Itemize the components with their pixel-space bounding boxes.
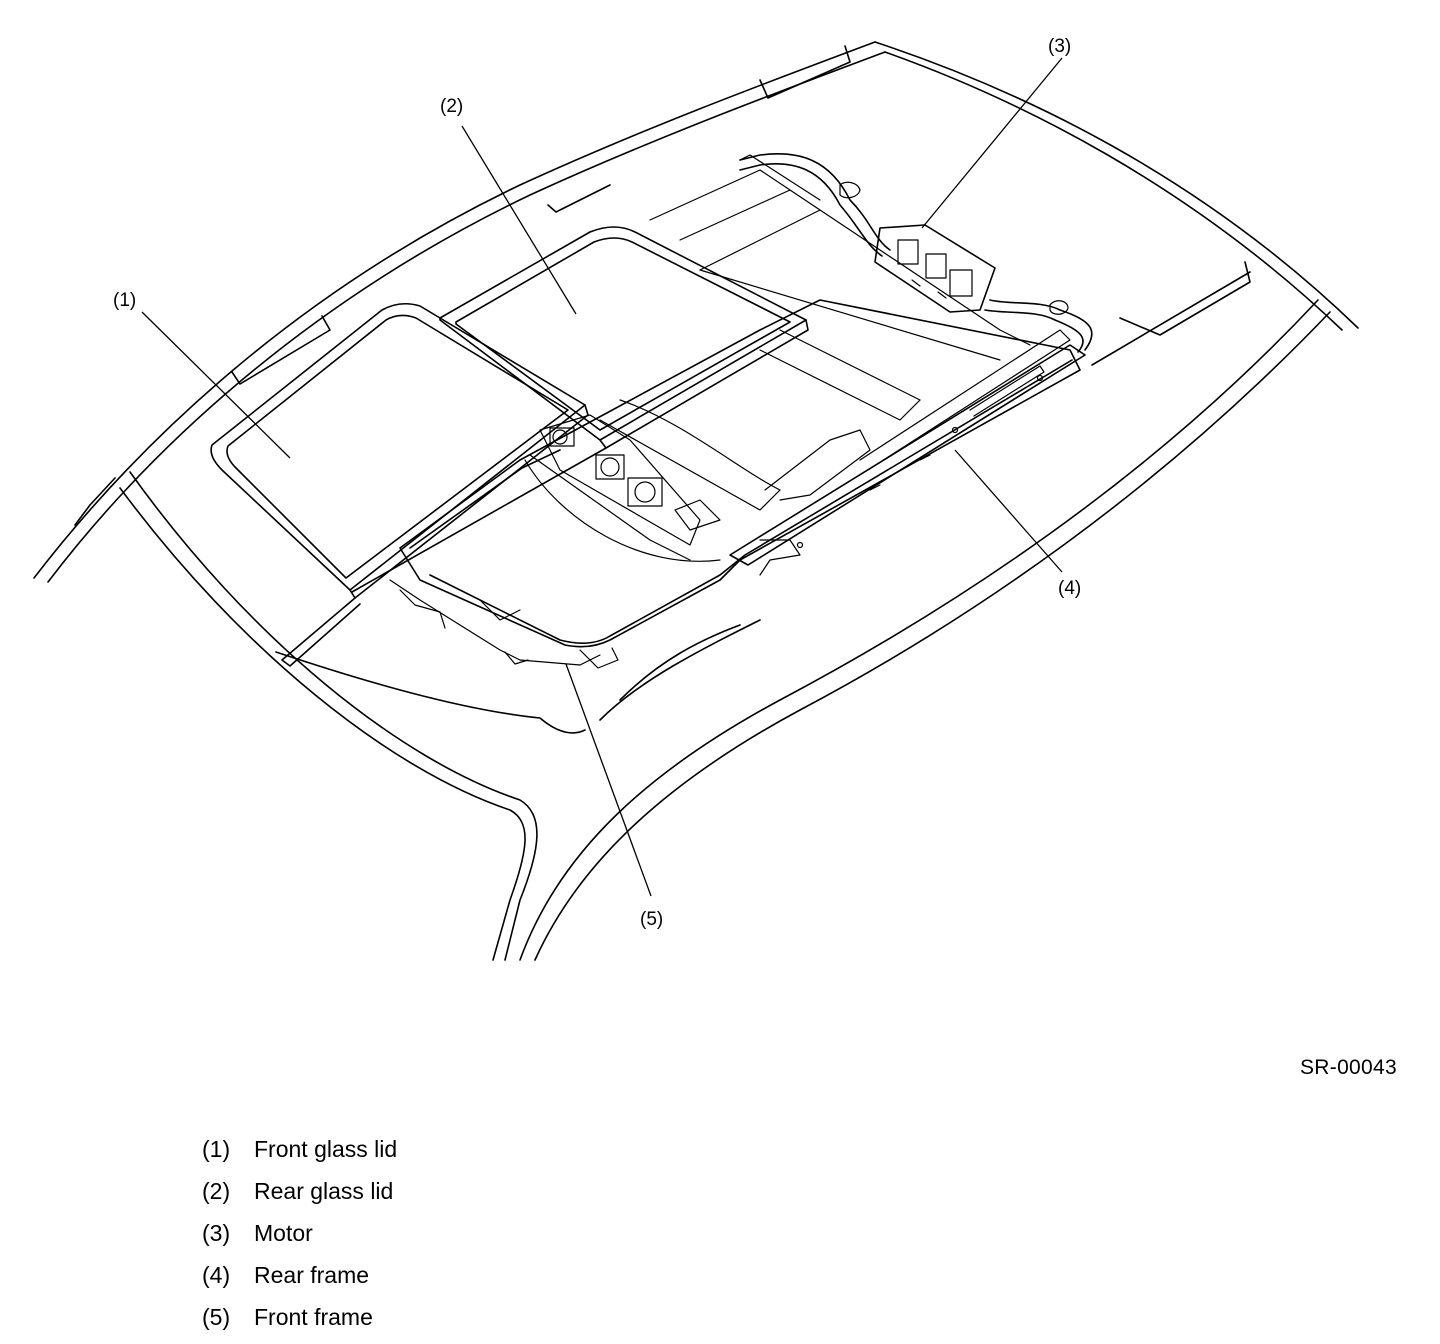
leader-line-3 bbox=[921, 57, 1063, 229]
legend-number: (1) bbox=[202, 1135, 231, 1162]
sunroof-diagram: (1) (2) (3) (4) (5) bbox=[33, 36, 1359, 961]
legend-number: (4) bbox=[202, 1261, 231, 1288]
sunroof-frame bbox=[399, 154, 1081, 648]
leader-line-1 bbox=[141, 311, 291, 459]
figure-code: SR-00043 bbox=[1300, 1056, 1397, 1079]
legend-label: Rear glass lid bbox=[254, 1177, 394, 1204]
leader-lines bbox=[141, 57, 1063, 897]
drive-panel bbox=[389, 414, 721, 669]
motor-assembly bbox=[739, 153, 1093, 353]
leader-line-2 bbox=[461, 125, 577, 315]
legend-label: Motor bbox=[254, 1219, 313, 1246]
legend-number: (2) bbox=[202, 1177, 231, 1204]
leader-line-5 bbox=[565, 663, 652, 897]
legend-label: Front glass lid bbox=[254, 1135, 398, 1162]
windshield-pillar bbox=[74, 471, 586, 961]
front-glass-lid bbox=[210, 302, 589, 667]
legend-item: (4) Rear frame bbox=[202, 1254, 397, 1296]
callout-1: (1) bbox=[113, 290, 136, 311]
legend-item: (5) Front frame bbox=[202, 1296, 397, 1338]
callout-2: (2) bbox=[440, 96, 463, 117]
legend-number: (3) bbox=[202, 1219, 231, 1246]
callout-3: (3) bbox=[1048, 36, 1071, 57]
rear-glass-lid bbox=[351, 226, 809, 593]
legend: (1) Front glass lid (2) Rear glass lid (… bbox=[202, 1128, 397, 1338]
legend-item: (2) Rear glass lid bbox=[202, 1170, 397, 1212]
side-roof-edge bbox=[519, 261, 1331, 961]
rear-frame bbox=[729, 329, 1086, 576]
roof-outline bbox=[33, 41, 1359, 583]
callout-5: (5) bbox=[640, 909, 663, 930]
legend-item: (1) Front glass lid bbox=[202, 1128, 397, 1170]
legend-number: (5) bbox=[202, 1303, 231, 1330]
callout-4: (4) bbox=[1058, 578, 1081, 599]
leader-line-4 bbox=[954, 449, 1063, 573]
legend-item: (3) Motor bbox=[202, 1212, 397, 1254]
legend-label: Rear frame bbox=[254, 1261, 370, 1288]
legend-label: Front frame bbox=[254, 1303, 373, 1330]
